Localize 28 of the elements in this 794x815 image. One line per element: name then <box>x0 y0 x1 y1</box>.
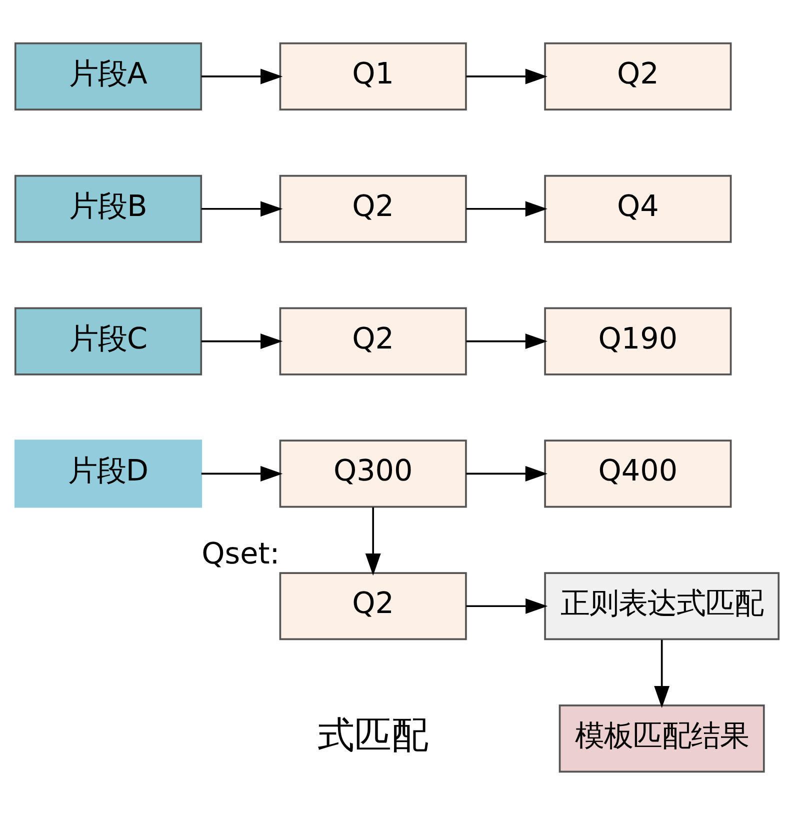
node-box: Q2 <box>279 307 467 376</box>
arrow <box>466 201 548 217</box>
arrow <box>466 466 548 482</box>
arrow <box>466 598 548 614</box>
arrow <box>654 640 670 708</box>
node-box: Q4 <box>544 174 732 243</box>
node-box: 正则表达式匹配 <box>544 572 780 640</box>
node-box: 片段C <box>14 307 202 376</box>
node-label: Qset: <box>202 536 280 570</box>
node-box: Q1 <box>279 42 467 110</box>
node-box: 片段B <box>14 174 202 243</box>
node-box: Q2 <box>544 42 732 110</box>
arrow <box>466 334 548 350</box>
arrow <box>466 68 548 84</box>
node-box: Q400 <box>544 440 732 508</box>
node-box: Q300 <box>279 440 467 508</box>
arrow <box>201 466 283 482</box>
node-box: Q2 <box>279 572 467 640</box>
node-box: 片段A <box>14 42 202 110</box>
node-box: 模板匹配结果 <box>558 704 765 773</box>
arrow <box>201 201 283 217</box>
arrow <box>201 334 283 350</box>
arrow <box>201 68 283 84</box>
node-box: Q2 <box>279 174 467 243</box>
node-box: Q190 <box>544 307 732 376</box>
label: 式匹配 <box>318 714 429 757</box>
arrow <box>365 507 381 576</box>
node-box: 片段D <box>14 440 202 508</box>
